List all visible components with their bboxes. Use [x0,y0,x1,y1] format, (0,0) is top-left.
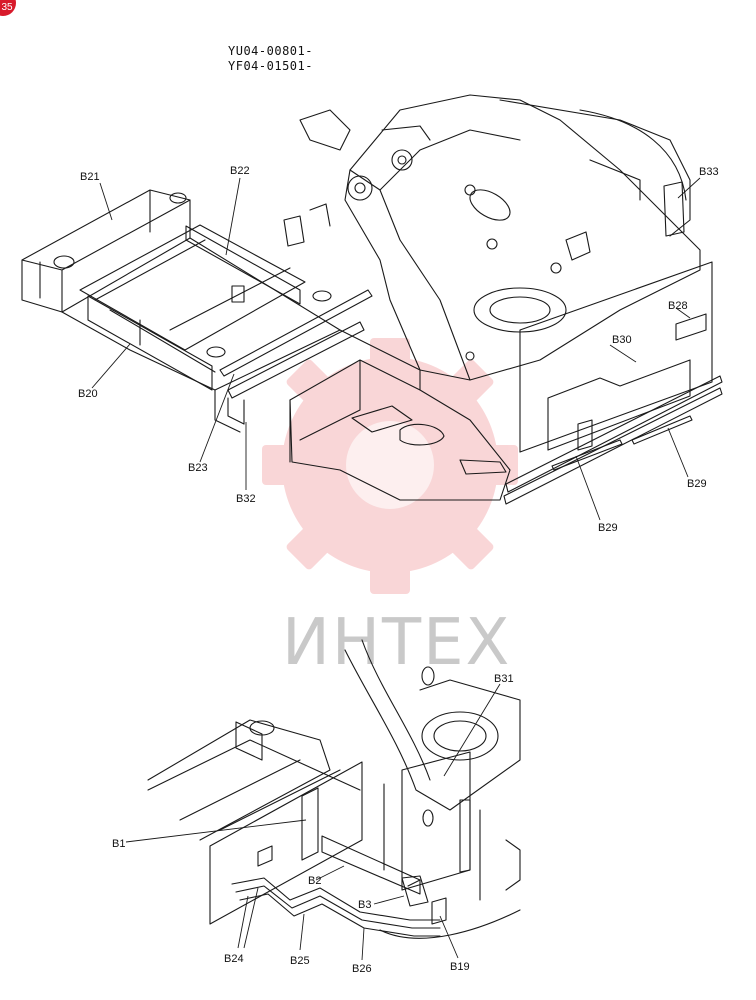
page-badge: 35 [0,0,16,16]
upper-frame-view [21,94,723,505]
serial-range-2: YF04-01501- [228,59,313,73]
callout-b32: B32 [236,493,256,505]
serial-range-1: YU04-00801- [228,44,313,58]
callout-b21: B21 [80,171,100,183]
callout-b33: B33 [699,166,719,178]
callout-b29-bottom: B29 [598,522,618,534]
callout-b25: B25 [290,955,310,967]
callout-b19: B19 [450,961,470,973]
callout-b22: B22 [230,165,250,177]
callout-b2: B2 [308,875,321,887]
watermark-text: ИНТЕХ [282,606,511,680]
callout-b28: B28 [668,300,688,312]
callout-b30: B30 [612,334,632,346]
lower-detail-view [147,639,521,939]
callout-b24: B24 [224,953,244,965]
callout-b3: B3 [358,899,371,911]
callout-b26: B26 [352,963,372,975]
callout-b31: B31 [494,673,514,685]
callout-b23: B23 [188,462,208,474]
callout-b20: B20 [78,388,98,400]
callout-b29-right: B29 [687,478,707,490]
callout-b1: B1 [112,838,125,850]
